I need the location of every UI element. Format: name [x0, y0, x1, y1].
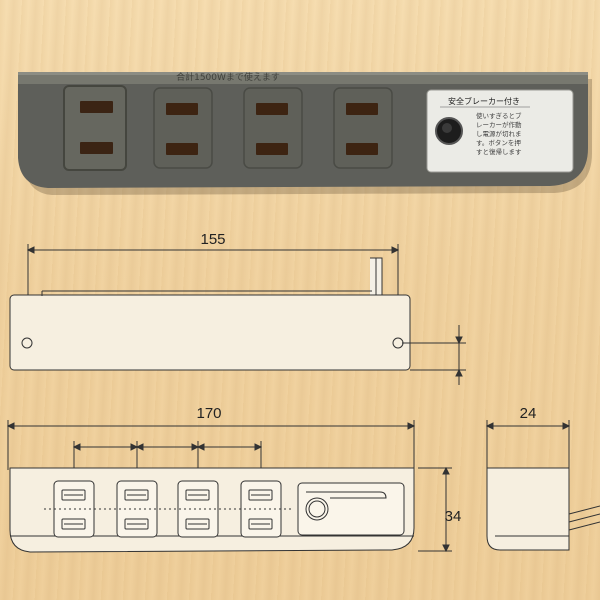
outlet-4 — [333, 87, 393, 169]
side-view-drawing — [485, 420, 600, 551]
drawing-outlet-2 — [116, 480, 158, 538]
dim-front-width: 170 — [196, 405, 221, 422]
power-strip-photo: 合計1500Wまで使えます 安全ブレーカー付き — [18, 71, 592, 195]
breaker-button — [435, 117, 463, 145]
mount-hole-left — [21, 337, 33, 349]
breaker-label: 安全ブレーカー付き — [448, 96, 520, 106]
svg-text:す。ボタンを押: す。ボタンを押 — [476, 138, 521, 147]
dim-top-width: 155 — [200, 231, 225, 248]
svg-text:レーカーが作動: レーカーが作動 — [476, 120, 522, 129]
svg-text:使いすぎるとブ: 使いすぎるとブ — [476, 111, 522, 120]
rating-text: 合計1500Wまで使えます — [176, 71, 280, 83]
svg-text:し電源が切れま: し電源が切れま — [476, 129, 522, 138]
drawing-breaker — [297, 482, 405, 536]
breaker-panel: 安全ブレーカー付き 使いすぎるとブ レーカーが作動 し電源が切れま す。ボタンを… — [426, 89, 574, 173]
outlet-2 — [153, 87, 213, 169]
front-view-drawing — [6, 420, 452, 553]
top-view-drawing — [9, 244, 466, 385]
outlet-1 — [63, 85, 127, 171]
outlet-3 — [243, 87, 303, 169]
dim-height: 34 — [445, 508, 462, 525]
breaker-notice: 使いすぎるとブ レーカーが作動 し電源が切れま す。ボタンを押 すと復帰します — [476, 111, 522, 156]
svg-text:すと復帰します: すと復帰します — [476, 147, 522, 156]
drawing-outlet-3 — [177, 480, 219, 538]
dim-depth: 24 — [520, 405, 537, 422]
